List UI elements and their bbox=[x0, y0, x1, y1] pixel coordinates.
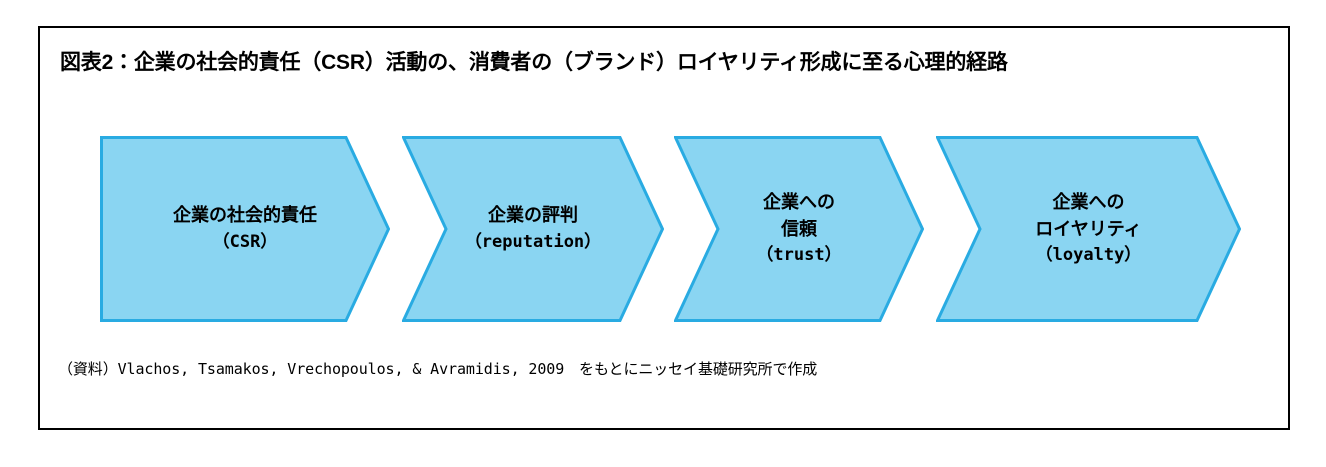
stage-3-term: （trust） bbox=[756, 245, 842, 266]
stage-2-term: （reputation） bbox=[464, 231, 602, 252]
process-stage-3[interactable]: 企業への 信頼 （trust） bbox=[674, 136, 924, 322]
source-note-suffix: をもとにニッセイ基礎研究所で作成 bbox=[564, 361, 818, 378]
figure-frame: 図表2：企業の社会的責任（CSR）活動の、消費者の（ブランド）ロイヤリティ形成に… bbox=[38, 26, 1290, 430]
chevron-shape-3 bbox=[674, 136, 924, 322]
stage-4-line-2: ロイヤリティ bbox=[1035, 219, 1142, 240]
stage-4-line-1: 企業への bbox=[1052, 191, 1125, 212]
stage-3-line-2: 信頼 bbox=[781, 219, 817, 240]
figure-title: 図表2：企業の社会的責任（CSR）活動の、消費者の（ブランド）ロイヤリティ形成に… bbox=[60, 51, 1008, 74]
process-stage-4[interactable]: 企業への ロイヤリティ （loyalty） bbox=[936, 136, 1241, 322]
stage-1-line-1: 企業の社会的責任 bbox=[173, 205, 317, 226]
stage-1-term: （CSR） bbox=[212, 231, 278, 252]
chevron-shape-4 bbox=[936, 136, 1241, 322]
process-stage-2[interactable]: 企業の評判 （reputation） bbox=[402, 136, 664, 322]
process-flow-diagram: 企業の社会的責任 （CSR） 企業の評判 （reputation） bbox=[40, 136, 1288, 322]
stage-4-term: （loyalty） bbox=[1035, 245, 1142, 266]
source-note-citation: Vlachos, Tsamakos, Vrechopoulos, & Avram… bbox=[117, 360, 565, 378]
stage-3-line-1: 企業への bbox=[763, 191, 835, 212]
process-stage-1-label: 企業の社会的責任 （CSR） bbox=[173, 202, 317, 255]
stage-2-line-1: 企業の評判 bbox=[487, 205, 578, 226]
process-stage-1[interactable]: 企業の社会的責任 （CSR） bbox=[100, 136, 390, 322]
source-note: （資料）Vlachos, Tsamakos, Vrechopoulos, & A… bbox=[58, 358, 817, 379]
chevron-shape-1 bbox=[100, 136, 390, 322]
process-stage-4-label: 企業への ロイヤリティ （loyalty） bbox=[1035, 189, 1141, 270]
process-stage-2-label: 企業の評判 （reputation） bbox=[465, 202, 601, 255]
source-note-prefix: （資料） bbox=[58, 361, 118, 378]
process-stage-3-label: 企業への 信頼 （trust） bbox=[756, 189, 841, 270]
chevron-shape-2 bbox=[402, 136, 664, 322]
